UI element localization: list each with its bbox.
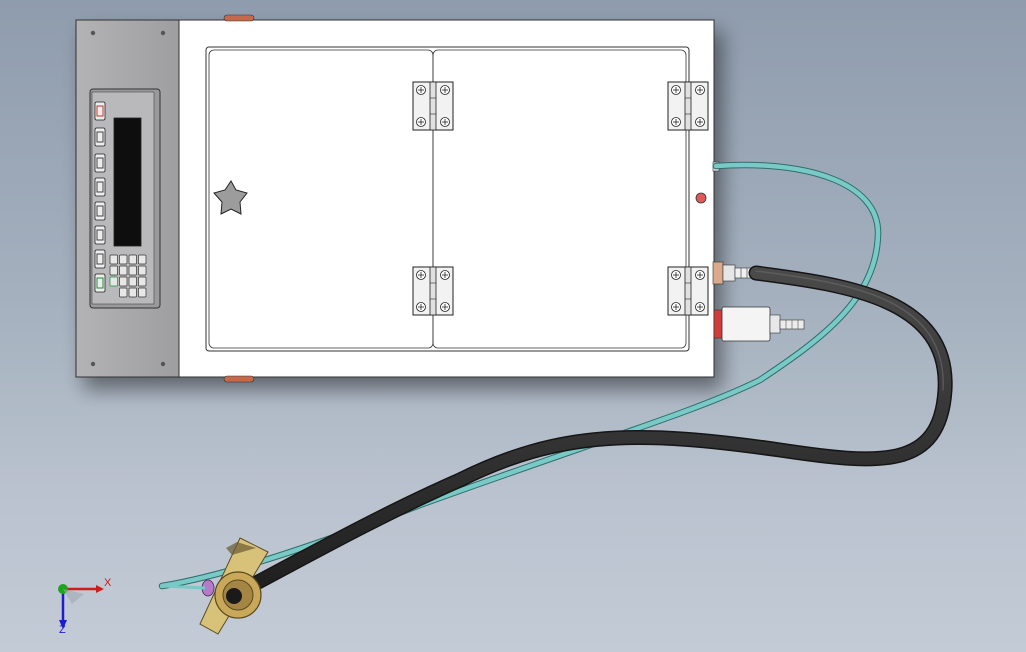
power-connector[interactable]: [713, 306, 805, 342]
lid-frame: [205, 46, 690, 352]
controller-button[interactable]: [94, 273, 106, 293]
x-axis-label: X: [104, 577, 112, 589]
panel-screws: [90, 30, 166, 367]
controller-button[interactable]: [94, 225, 106, 245]
screw-icon: [440, 302, 450, 312]
screw-icon: [90, 30, 96, 36]
controller-button[interactable]: [94, 201, 106, 221]
keypad-key[interactable]: [128, 276, 137, 287]
hinge-icon: [667, 81, 709, 131]
screw-icon: [695, 270, 705, 280]
controller-button[interactable]: [94, 153, 106, 173]
star-knob[interactable]: [213, 180, 248, 215]
keypad-key[interactable]: [128, 265, 137, 276]
screw-icon: [695, 302, 705, 312]
enclosure[interactable]: [75, 19, 715, 378]
screw-icon: [416, 85, 426, 95]
hinges: [412, 81, 709, 316]
screw-icon: [440, 117, 450, 127]
screw-icon: [440, 85, 450, 95]
controller-keypad[interactable]: [109, 254, 147, 298]
keypad-key[interactable]: [128, 287, 137, 298]
screw-icon: [671, 302, 681, 312]
screw-icon: [416, 117, 426, 127]
z-axis-label: Z: [59, 624, 66, 636]
screw-icon: [671, 270, 681, 280]
lid-right-panel: [432, 49, 687, 349]
screw-icon: [695, 117, 705, 127]
enclosure-body: [178, 19, 715, 378]
screw-icon: [416, 302, 426, 312]
controller-button[interactable]: [94, 101, 106, 121]
bottom-foot-tab: [223, 375, 255, 383]
controller-button[interactable]: [94, 127, 106, 147]
screw-icon: [671, 85, 681, 95]
black-hose-coupling[interactable]: [712, 261, 758, 285]
coordinate-triad: X Z: [58, 577, 112, 636]
side-connectors[interactable]: [712, 161, 805, 342]
keypad-key[interactable]: [138, 254, 147, 265]
keypad-key[interactable]: [119, 254, 128, 265]
keypad-key[interactable]: [138, 276, 147, 287]
lid[interactable]: [205, 46, 690, 352]
keypad-key[interactable]: [119, 287, 128, 298]
keypad-key[interactable]: [109, 254, 118, 265]
controller-side-buttons[interactable]: [94, 101, 106, 293]
hinge-icon: [412, 81, 454, 131]
controller-button[interactable]: [94, 177, 106, 197]
keypad-key[interactable]: [138, 287, 147, 298]
keypad-key[interactable]: [128, 254, 137, 265]
screw-icon: [695, 85, 705, 95]
black-cable[interactable]: [224, 265, 953, 604]
top-foot-tab: [223, 14, 255, 22]
indicator-light: [695, 192, 707, 204]
hinge-icon: [412, 266, 454, 316]
keypad-key[interactable]: [109, 276, 118, 287]
controller-button[interactable]: [94, 249, 106, 269]
screw-icon: [416, 270, 426, 280]
screw-icon: [671, 117, 681, 127]
screw-icon: [160, 361, 166, 367]
controller-display: [113, 117, 142, 247]
screw-icon: [90, 361, 96, 367]
screw-icon: [440, 270, 450, 280]
hinge-icon: [667, 266, 709, 316]
torch-nozzle[interactable]: [161, 537, 269, 635]
controller-module[interactable]: [89, 88, 161, 309]
knob-icon[interactable]: [213, 180, 248, 215]
screw-icon: [160, 30, 166, 36]
keypad-key[interactable]: [119, 276, 128, 287]
keypad-key[interactable]: [119, 265, 128, 276]
keypad-key[interactable]: [109, 265, 118, 276]
keypad-key[interactable]: [138, 265, 147, 276]
